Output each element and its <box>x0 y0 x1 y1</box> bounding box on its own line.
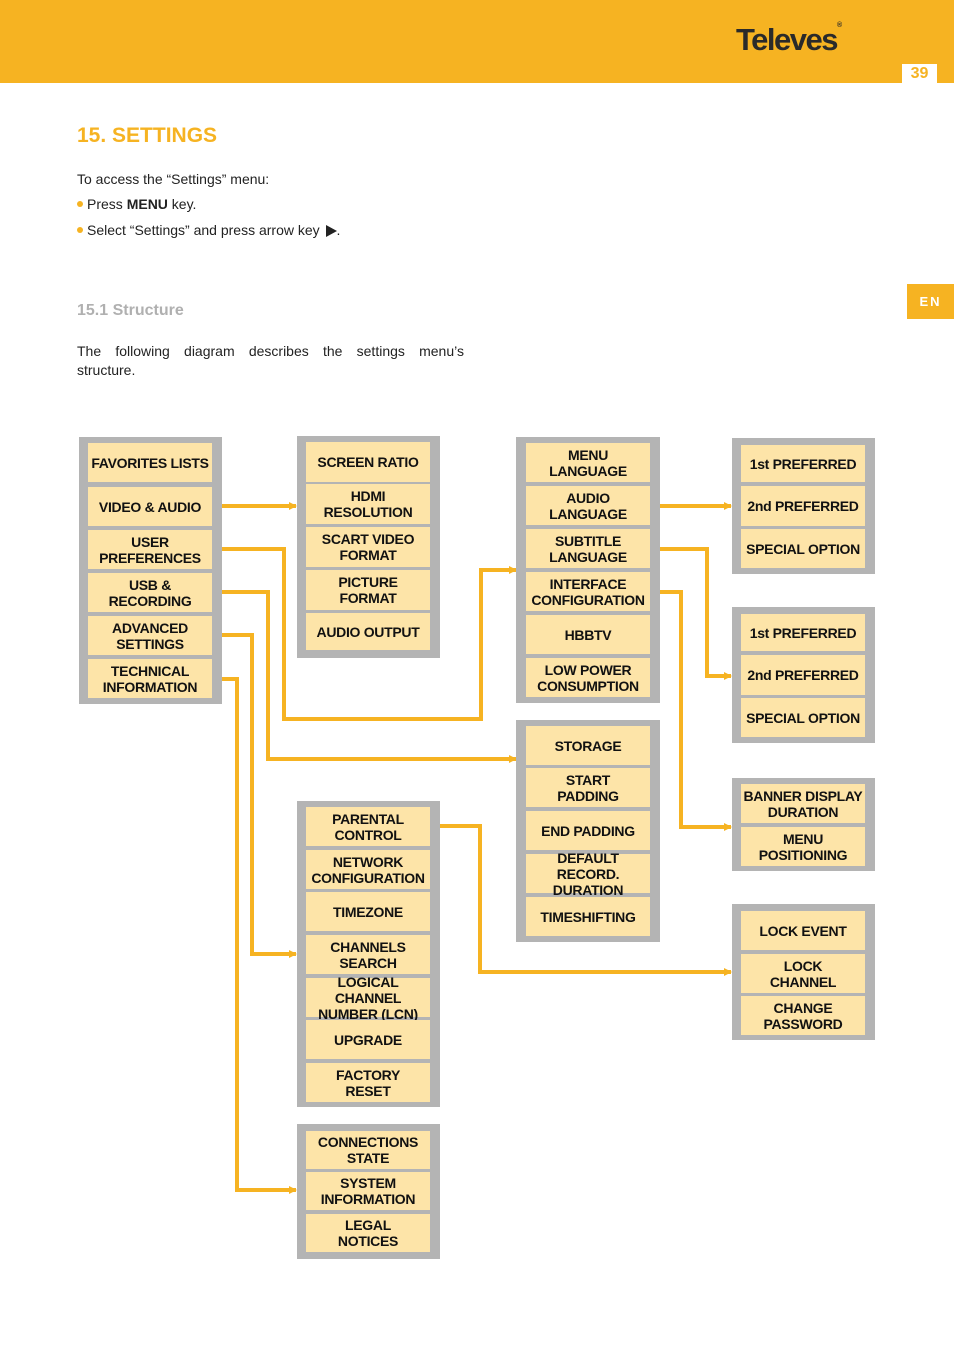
intro-text: To access the “Settings” menu: <box>77 171 270 187</box>
menu-item-2nd-preferred: 2nd PREFERRED <box>741 486 865 526</box>
menu-item-special-option: SPECIAL OPTION <box>741 529 865 568</box>
language-tab: EN <box>907 284 954 319</box>
bullet-press-menu: Press MENU key. <box>77 196 196 212</box>
arrow-right-icon <box>325 225 337 237</box>
arrow-advanced-settings <box>212 633 297 958</box>
menu-item-1st-preferred: 1st PREFERRED <box>741 614 865 651</box>
header-bar <box>0 0 954 83</box>
menu-item-hbbtv: HBBTV <box>526 615 650 654</box>
menu-item-end-padding: END PADDING <box>526 811 650 850</box>
menu-item-upgrade: UPGRADE <box>306 1020 430 1059</box>
menu-item-default-record-duration: DEFAULT RECORD.DURATION <box>526 850 650 898</box>
menu-item-storage: STORAGE <box>526 726 650 765</box>
menu-item-video-audio: VIDEO & AUDIO <box>88 487 212 526</box>
arrow-technical-information <box>212 677 297 1194</box>
section-title: 15. SETTINGS <box>77 124 218 147</box>
arrow-interface-configuration <box>650 590 732 831</box>
arrow-usb-recording <box>212 590 517 763</box>
arrow-subtitle-language <box>650 547 732 680</box>
bullet-dot <box>77 227 83 233</box>
menu-item-lock-event: LOCK EVENT <box>741 911 865 950</box>
televes-logo: Televes® <box>736 22 843 57</box>
arrow-parental-control <box>430 824 732 976</box>
menu-item-audio-output: AUDIO OUTPUT <box>306 613 430 650</box>
menu-item-favorites-lists: FAVORITES LISTS <box>88 443 212 482</box>
menu-item-screen-ratio: SCREEN RATIO <box>306 442 430 482</box>
menu-item-usb-recording: USB &RECORDING <box>88 573 212 612</box>
bullet-select-settings: Select “Settings” and press arrow key . <box>77 222 340 238</box>
structure-description: The following diagram describes the sett… <box>77 343 464 378</box>
menu-item-special-option: SPECIAL OPTION <box>741 698 865 737</box>
menu-item-timeshifting: TIMESHIFTING <box>526 897 650 936</box>
bullet-dot <box>77 201 83 207</box>
menu-item-2nd-preferred: 2nd PREFERRED <box>741 655 865 695</box>
menu-item-timezone: TIMEZONE <box>306 892 430 931</box>
menu-item-1st-preferred: 1st PREFERRED <box>741 445 865 482</box>
page-number: 39 <box>902 64 937 84</box>
arrow-user-preferences <box>212 547 517 721</box>
subsection-title: 15.1 Structure <box>77 302 184 319</box>
